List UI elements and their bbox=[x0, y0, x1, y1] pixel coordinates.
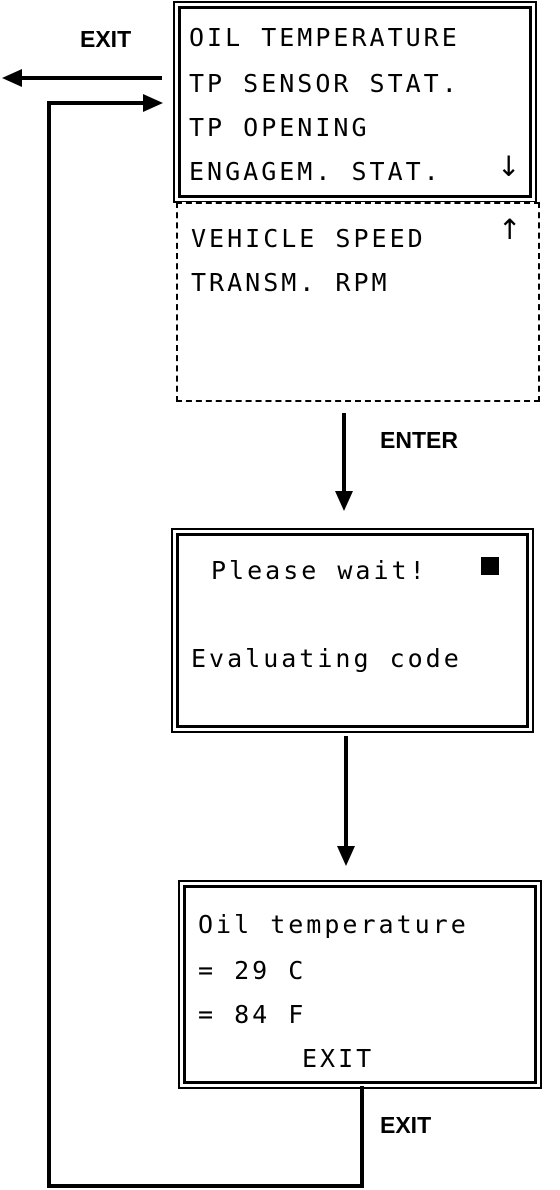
wait-screen: Please wait! Evaluating code bbox=[171, 528, 534, 733]
exit-top-label[interactable]: EXIT bbox=[80, 26, 132, 52]
wait-arrowhead bbox=[337, 846, 355, 866]
exit-arrowhead bbox=[2, 69, 22, 87]
exit-bottom-label[interactable]: EXIT bbox=[380, 1112, 432, 1138]
menu-item-engagem-stat[interactable]: ENGAGEM. STAT. bbox=[189, 157, 442, 186]
return-loop-line bbox=[47, 101, 364, 1188]
result-value-fahrenheit: = 84 F bbox=[198, 1000, 307, 1029]
evaluating-code-text: Evaluating code bbox=[191, 644, 462, 673]
menu-item-tp-opening[interactable]: TP OPENING bbox=[189, 113, 370, 142]
enter-label[interactable]: ENTER bbox=[380, 427, 458, 453]
menu-continuation: VEHICLE SPEED TRANSM. RPM ↑ bbox=[176, 202, 540, 402]
result-title: Oil temperature bbox=[198, 910, 469, 939]
arrow-down-icon: ↓ bbox=[497, 150, 521, 183]
menu-screen: OIL TEMPERATURE TP SENSOR STAT. TP OPENI… bbox=[173, 1, 537, 203]
enter-arrowhead bbox=[335, 491, 353, 511]
result-value-celsius: = 29 C bbox=[198, 956, 307, 985]
return-arrowhead bbox=[143, 94, 163, 112]
menu-item-oil-temperature[interactable]: OIL TEMPERATURE bbox=[189, 23, 460, 52]
filled-square-icon bbox=[481, 557, 499, 575]
result-exit[interactable]: EXIT bbox=[302, 1044, 375, 1073]
menu-item-tp-sensor-stat[interactable]: TP SENSOR STAT. bbox=[189, 69, 460, 98]
menu-item-vehicle-speed[interactable]: VEHICLE SPEED bbox=[191, 224, 426, 253]
result-screen: Oil temperature = 29 C = 84 F EXIT bbox=[178, 880, 542, 1089]
arrow-up-icon: ↑ bbox=[498, 213, 522, 246]
please-wait-text: Please wait! bbox=[211, 556, 428, 585]
menu-item-transm-rpm[interactable]: TRANSM. RPM bbox=[191, 268, 390, 297]
